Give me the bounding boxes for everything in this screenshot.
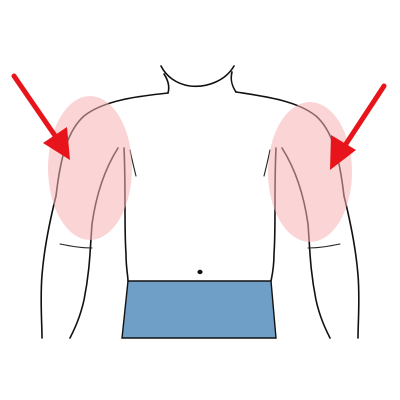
left-arrow-head [43,127,70,160]
right-arrow [330,83,387,170]
shorts [121,280,277,339]
right-chest-line [263,149,271,177]
neck-right-line [230,71,237,93]
right-elbow-line [307,243,341,249]
right-arrow-shaft [339,83,387,153]
neck-left-line [163,73,170,94]
right-shoulder-highlight [268,102,352,242]
left-arrow [11,73,70,160]
left-arrow-shaft [11,73,61,143]
left-elbow-line [59,243,93,249]
right-arrow-head [330,135,356,170]
right-arm-outer [343,195,360,339]
left-arm-outer [40,195,57,339]
navel [197,269,203,275]
neck [160,65,235,88]
left-shoulder-highlight [48,96,132,240]
